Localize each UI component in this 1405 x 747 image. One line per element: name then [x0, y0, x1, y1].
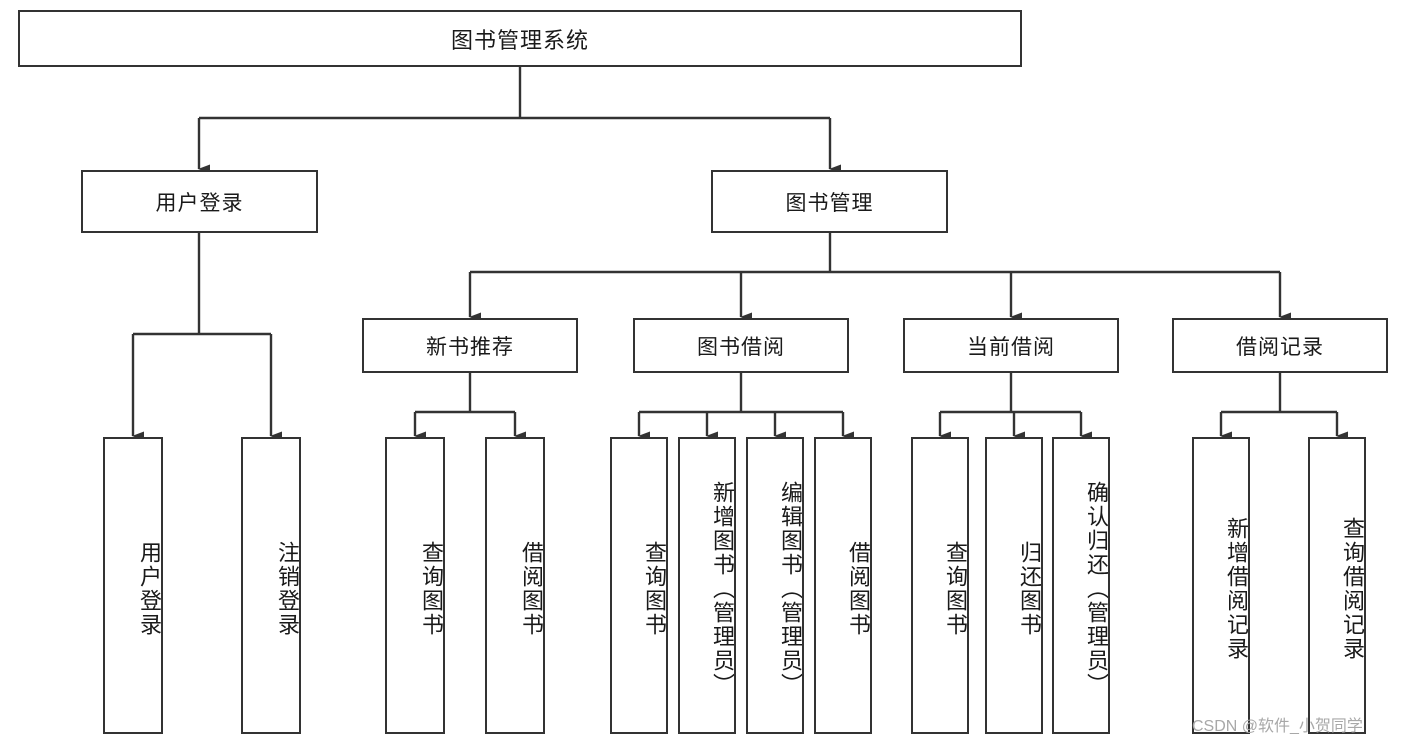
watermark: CSDN @软件_小贺同学 [1192, 718, 1363, 735]
node-leaf-borrow-book-1-label: 借阅图书 [519, 540, 544, 637]
node-book-manage[interactable]: 图书管理 [711, 170, 948, 233]
node-root-label: 图书管理系统 [450, 27, 589, 53]
node-leaf-query-book-2-label: 查询图书 [642, 540, 667, 637]
node-leaf-query-book-1-label: 查询图书 [419, 540, 444, 637]
node-leaf-add-record[interactable]: 新增借阅记录 [1192, 437, 1250, 734]
node-leaf-add-book[interactable]: 新增图书（管理员） [678, 437, 736, 734]
node-leaf-borrow-book-2-label: 借阅图书 [846, 540, 871, 637]
node-leaf-borrow-book-1[interactable]: 借阅图书 [485, 437, 545, 734]
node-current-borrow-label: 当前借阅 [967, 335, 1055, 359]
node-leaf-add-book-label: 新增图书（管理员） [710, 480, 735, 697]
node-new-book-recommend-label: 新书推荐 [426, 335, 514, 359]
node-book-borrow-label: 图书借阅 [697, 335, 785, 359]
node-current-borrow[interactable]: 当前借阅 [903, 318, 1119, 373]
node-leaf-logout-label: 注销登录 [275, 540, 300, 637]
node-root[interactable]: 图书管理系统 [18, 10, 1022, 67]
node-new-book-recommend[interactable]: 新书推荐 [362, 318, 578, 373]
node-book-borrow[interactable]: 图书借阅 [633, 318, 849, 373]
node-leaf-user-login[interactable]: 用户登录 [103, 437, 163, 734]
node-leaf-borrow-book-2[interactable]: 借阅图书 [814, 437, 872, 734]
node-leaf-query-book-3-label: 查询图书 [943, 540, 968, 637]
node-leaf-logout[interactable]: 注销登录 [241, 437, 301, 734]
node-leaf-return-book-label: 归还图书 [1017, 540, 1042, 637]
node-leaf-confirm-return[interactable]: 确认归还（管理员） [1052, 437, 1110, 734]
node-leaf-add-record-label: 新增借阅记录 [1224, 516, 1249, 661]
node-leaf-user-login-label: 用户登录 [137, 540, 162, 637]
node-borrow-record[interactable]: 借阅记录 [1172, 318, 1388, 373]
node-leaf-query-book-1[interactable]: 查询图书 [385, 437, 445, 734]
node-leaf-query-record[interactable]: 查询借阅记录 [1308, 437, 1366, 734]
node-leaf-edit-book-label: 编辑图书（管理员） [778, 480, 803, 697]
node-leaf-return-book[interactable]: 归还图书 [985, 437, 1043, 734]
node-leaf-query-record-label: 查询借阅记录 [1340, 516, 1365, 661]
node-borrow-record-label: 借阅记录 [1236, 335, 1324, 359]
node-leaf-query-book-2[interactable]: 查询图书 [610, 437, 668, 734]
node-leaf-query-book-3[interactable]: 查询图书 [911, 437, 969, 734]
node-book-manage-label: 图书管理 [785, 191, 874, 215]
node-leaf-edit-book[interactable]: 编辑图书（管理员） [746, 437, 804, 734]
node-user-login[interactable]: 用户登录 [81, 170, 318, 233]
node-user-login-label: 用户登录 [155, 191, 244, 215]
node-leaf-confirm-return-label: 确认归还（管理员） [1084, 480, 1109, 697]
